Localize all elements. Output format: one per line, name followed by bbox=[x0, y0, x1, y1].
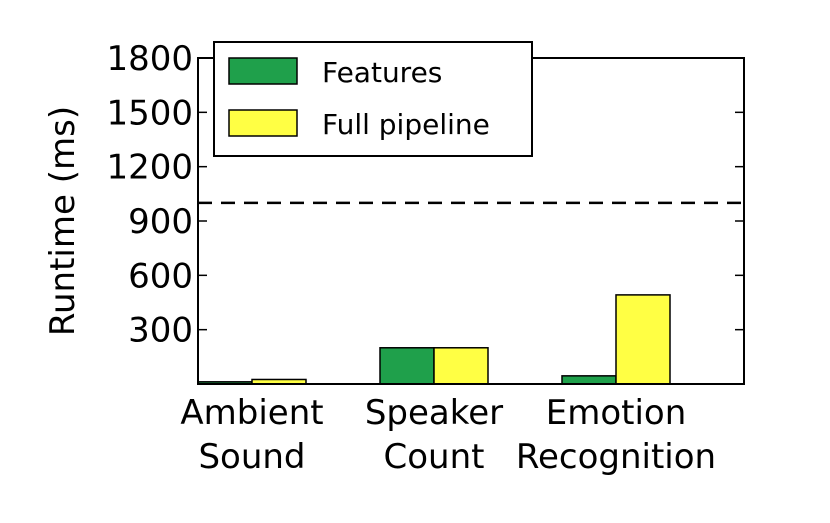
y-tick-label-900: 900 bbox=[128, 202, 193, 242]
legend-swatch-full-pipeline bbox=[228, 109, 298, 137]
x-tick-label-speaker-count-line-1: Speaker bbox=[365, 393, 503, 433]
y-axis-label: Runtime (ms) bbox=[43, 106, 83, 336]
bar-full-pipeline-emotion-recognition bbox=[615, 294, 671, 385]
x-tick-label-emotion-recognition-line-1: Emotion bbox=[546, 393, 687, 433]
y-tick-label-600: 600 bbox=[128, 256, 193, 296]
x-tick-label-emotion-recognition-line-2: Recognition bbox=[516, 437, 716, 477]
bars-layer bbox=[197, 294, 671, 385]
y-tick-label-1500: 1500 bbox=[106, 93, 193, 133]
legend-label-features: Features bbox=[322, 56, 442, 89]
y-axis-ticks: 300 600 900 1200 1500 1800 bbox=[106, 39, 744, 351]
x-tick-label-ambient-sound-line-2: Sound bbox=[198, 437, 305, 477]
legend-swatch-features bbox=[228, 57, 298, 85]
bar-full-pipeline-speaker-count bbox=[433, 347, 489, 385]
x-tick-label-speaker-count-line-2: Count bbox=[384, 437, 485, 477]
bar-features-speaker-count bbox=[379, 347, 435, 385]
y-tick-label-300: 300 bbox=[128, 311, 193, 351]
y-tick-label-1200: 1200 bbox=[106, 148, 193, 188]
bar-features-emotion-recognition bbox=[561, 375, 617, 385]
y-tick-label-1800: 1800 bbox=[106, 39, 193, 79]
x-tick-label-ambient-sound-line-1: Ambient bbox=[180, 393, 323, 433]
legend: Features Full pipeline bbox=[213, 41, 533, 157]
legend-label-full-pipeline: Full pipeline bbox=[322, 108, 490, 141]
